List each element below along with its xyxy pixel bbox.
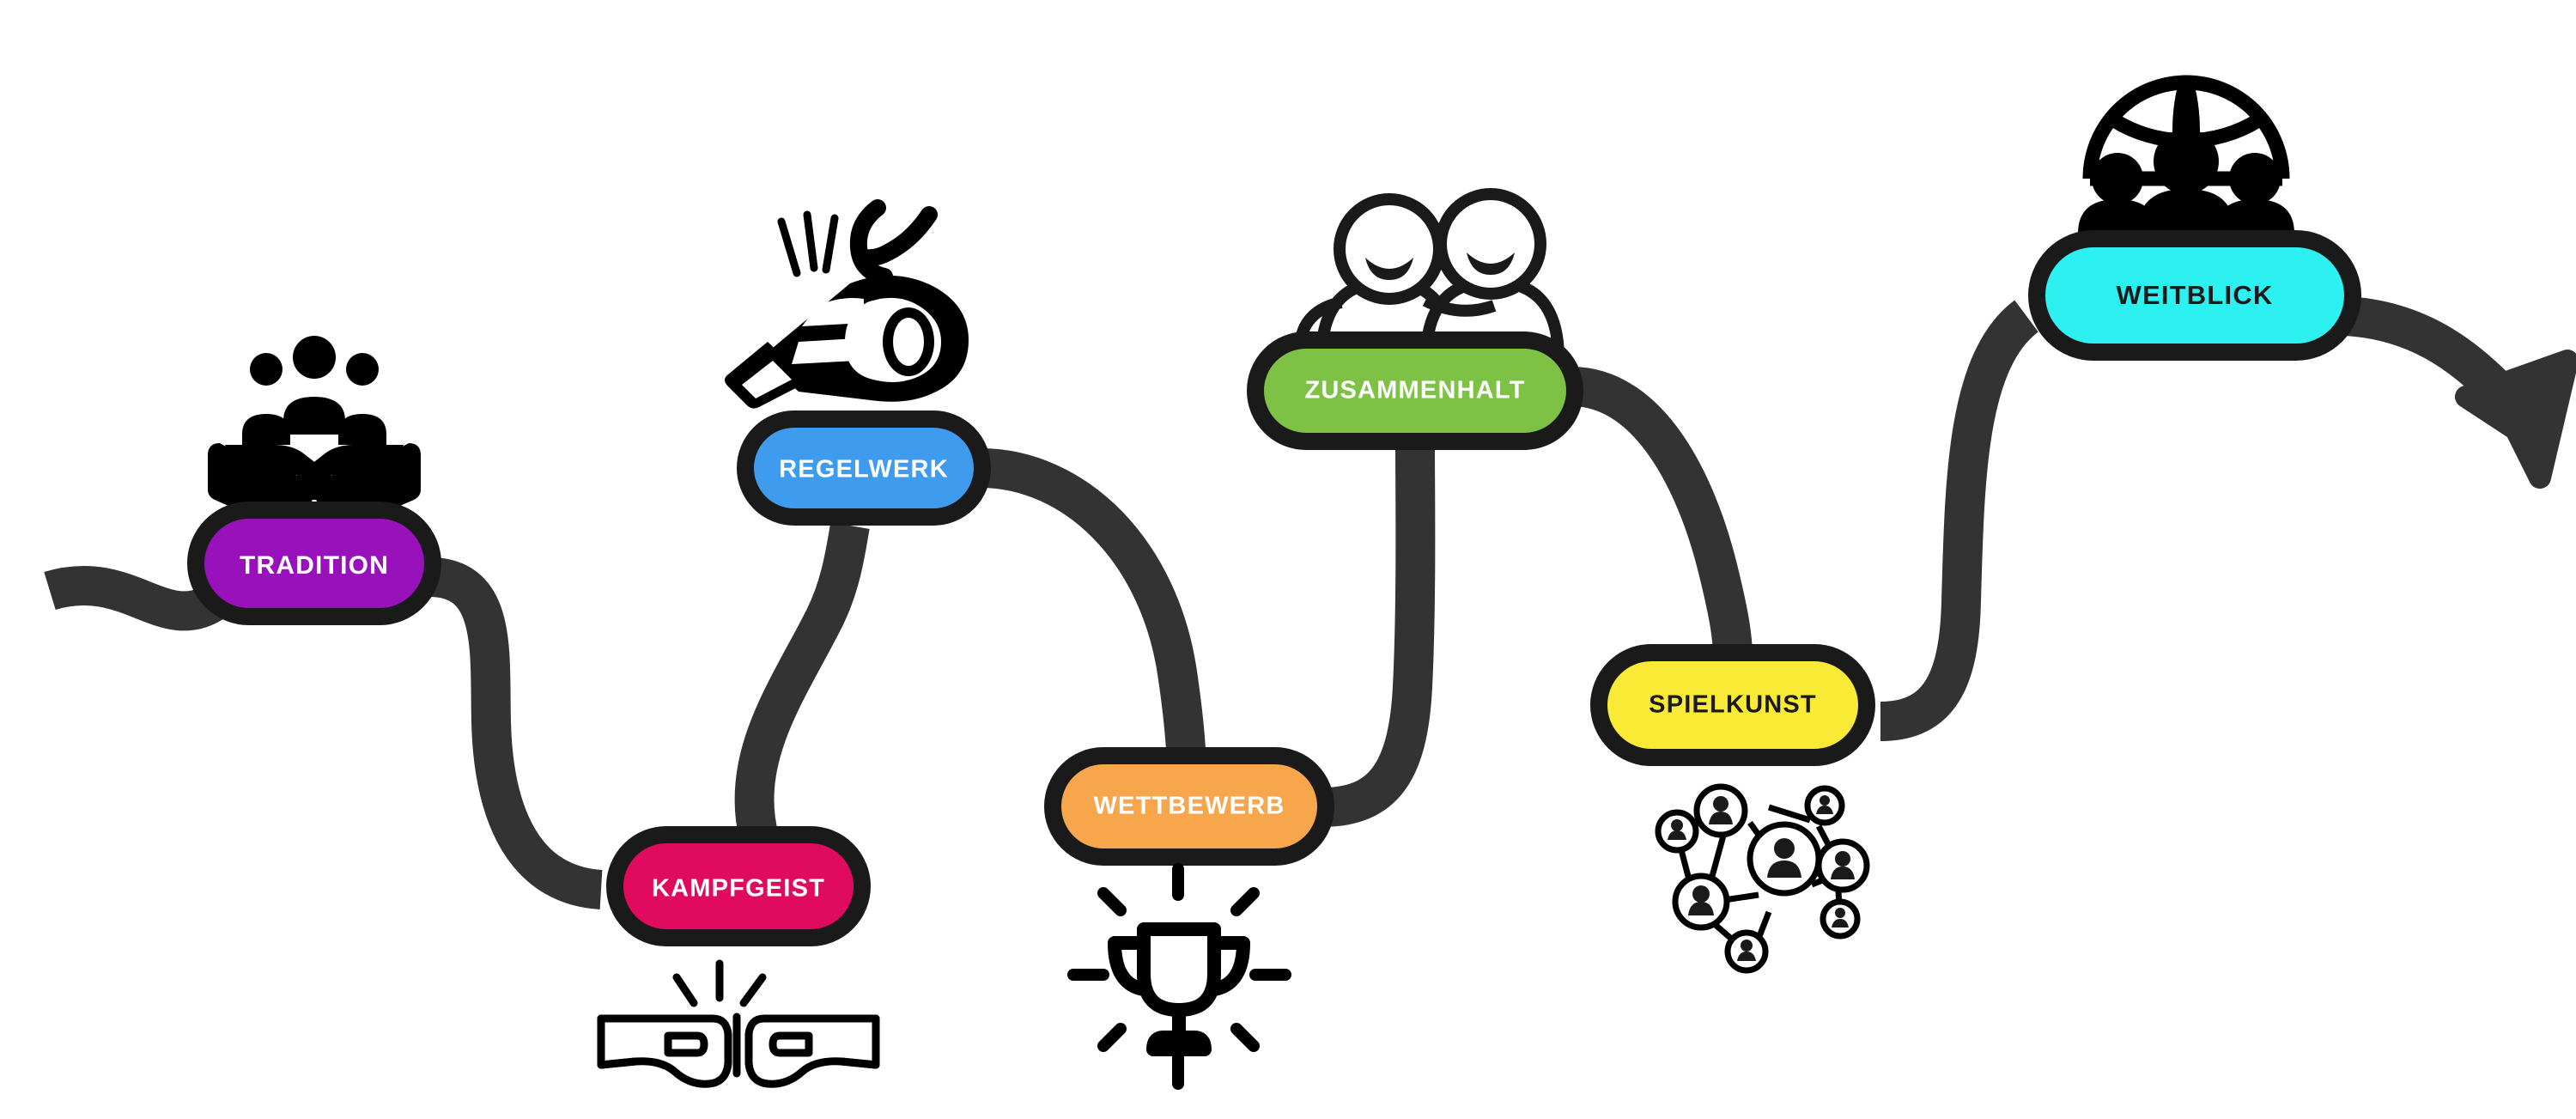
connector-tradition-to-kampfgeist — [428, 557, 604, 909]
social-network-icon — [1655, 783, 1870, 974]
node-wettbewerb-shape[interactable] — [1044, 747, 1334, 866]
node-tradition[interactable]: TRADITION — [187, 502, 441, 625]
node-zusammenhalt[interactable]: ZUSAMMENHALT — [1247, 331, 1583, 450]
connector-regelwerk-to-wettbewerb — [980, 448, 1206, 782]
node-weitblick-label: WEITBLICK — [2117, 280, 2274, 310]
two-people-faces — [1365, 252, 1515, 280]
node-kampfgeist-label: KAMPFGEIST — [652, 875, 825, 903]
connector-kampfgeist-to-regelwerk — [734, 521, 870, 842]
node-weitblick-shape[interactable] — [2028, 230, 2361, 361]
node-wettbewerb[interactable]: WETTBEWERB — [1044, 747, 1334, 866]
node-regelwerk-label: REGELWERK — [779, 456, 949, 483]
connector-start-to-tradition — [44, 566, 226, 631]
node-regelwerk[interactable]: REGELWERK — [737, 411, 991, 526]
node-regelwerk-shape[interactable] — [737, 411, 991, 526]
connector-wettbewerb-to-zusammenhalt — [1321, 446, 1436, 827]
shining-trophy-icon — [1067, 863, 1291, 1090]
node-tradition-shape[interactable] — [187, 502, 441, 625]
node-spielkunst[interactable]: SPIELKUNST — [1590, 644, 1875, 766]
connector-path-group — [44, 296, 2531, 909]
node-tradition-label: TRADITION — [240, 551, 389, 580]
node-wettbewerb-label: WETTBEWERB — [1093, 793, 1285, 820]
node-zusammenhalt-label: ZUSAMMENHALT — [1304, 377, 1525, 404]
node-kampfgeist-shape[interactable] — [606, 826, 871, 946]
node-spielkunst-label: SPIELKUNST — [1649, 691, 1817, 719]
node-kampfgeist[interactable]: KAMPFGEIST — [606, 826, 871, 946]
end-arrowhead-icon — [2455, 350, 2576, 489]
node-zusammenhalt-shape[interactable] — [1247, 331, 1583, 450]
referee-whistle-icon — [725, 199, 969, 409]
node-weitblick[interactable]: WEITBLICK — [2028, 230, 2361, 361]
globe-with-people-icon — [2078, 75, 2294, 240]
connector-spielkunst-to-weitblick — [1880, 300, 2039, 741]
fist-bump-icon — [597, 959, 880, 1088]
connector-zusammenhalt-to-spielkunst — [1570, 367, 1753, 658]
node-spielkunst-shape[interactable] — [1590, 644, 1875, 766]
